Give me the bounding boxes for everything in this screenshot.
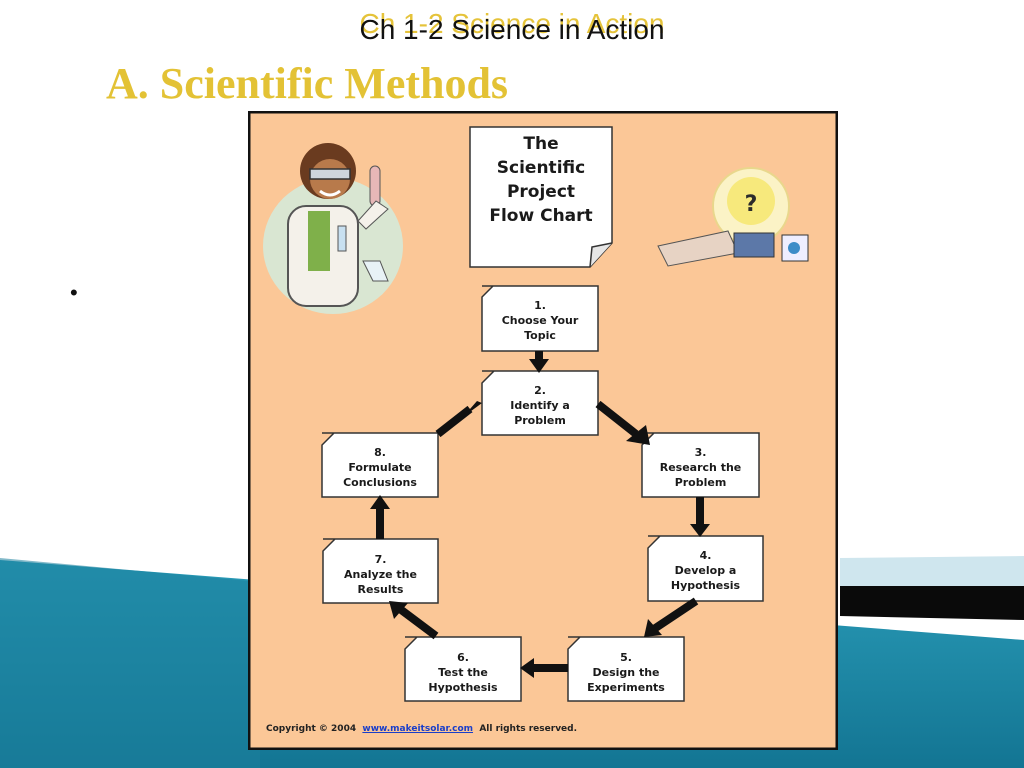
- step-line: 2.: [534, 384, 546, 397]
- step-line: Test the: [438, 666, 488, 679]
- slide-title: Ch 1-2 Science in Action: [359, 14, 665, 45]
- scientist-illustration: [263, 143, 403, 314]
- step-line: Formulate: [348, 461, 412, 474]
- flowchart-title-line: The: [523, 134, 559, 154]
- svg-text:?: ?: [745, 192, 758, 217]
- step-1: 1. Choose Your Topic: [482, 298, 598, 343]
- step-line: Problem: [674, 476, 727, 489]
- step-line: 7.: [374, 553, 387, 566]
- slide-title-shadow: Ch 1-2 Science in Action: [359, 8, 665, 39]
- step-3: 3. Research the Problem: [642, 445, 759, 490]
- step-line: 1.: [534, 299, 546, 312]
- slide-title-wrap: Ch 1-2 Science in Action Ch 1-2 Science …: [0, 8, 1024, 52]
- step-7: 7. Analyze the Results: [323, 552, 438, 597]
- step-line: Analyze the: [344, 568, 417, 581]
- flow-arrowheads: [370, 359, 710, 678]
- flow-arrows: [376, 351, 704, 672]
- rights-text: All rights reserved.: [479, 724, 578, 734]
- flowchart-title: The Scientific Project Flow Chart: [470, 128, 612, 268]
- bullet-point: •: [70, 280, 78, 305]
- step-line: 6.: [457, 651, 469, 664]
- step-6: 6. Test the Hypothesis: [405, 650, 521, 695]
- step-line: Problem: [514, 414, 566, 427]
- step-boxes: [321, 285, 764, 702]
- step-line: Research the: [659, 461, 742, 474]
- step-line: 3.: [694, 446, 707, 459]
- step-line: 4.: [699, 549, 712, 562]
- step-line: Hypothesis: [428, 681, 498, 694]
- step-line: Conclusions: [343, 476, 417, 489]
- step-line: Results: [357, 583, 404, 596]
- flowchart-title-line: Scientific: [496, 158, 586, 178]
- step-line: 8.: [374, 446, 386, 459]
- flowchart-title-line: Flow Chart: [489, 206, 593, 226]
- lightbulb-icon: ?: [657, 167, 809, 267]
- step-line: Develop a: [674, 564, 737, 577]
- step-line: Hypothesis: [670, 579, 741, 592]
- copyright-text: Copyright © 2004: [266, 724, 357, 734]
- copyright-link[interactable]: www.makeitsolar.com: [362, 724, 474, 734]
- step-line: Design the: [592, 666, 660, 679]
- step-line: Choose Your: [501, 314, 579, 327]
- flowchart-title-note: [469, 126, 613, 268]
- step-line: 5.: [620, 651, 632, 664]
- step-line: Experiments: [587, 681, 665, 694]
- flowchart-title-line: Project: [506, 182, 576, 202]
- slide-heading: A. Scientific Methods: [106, 59, 509, 108]
- step-line: Topic: [524, 329, 556, 342]
- flowchart-panel: ?: [248, 111, 838, 750]
- step-2: 2. Identify a Problem: [482, 383, 598, 428]
- step-4: 4. Develop a Hypothesis: [648, 548, 763, 593]
- copyright-footer: Copyright © 2004 www.makeitsolar.com All…: [266, 724, 826, 734]
- step-8: 8. Formulate Conclusions: [322, 445, 438, 490]
- step-line: Identify a: [510, 399, 570, 412]
- step-5: 5. Design the Experiments: [568, 650, 684, 695]
